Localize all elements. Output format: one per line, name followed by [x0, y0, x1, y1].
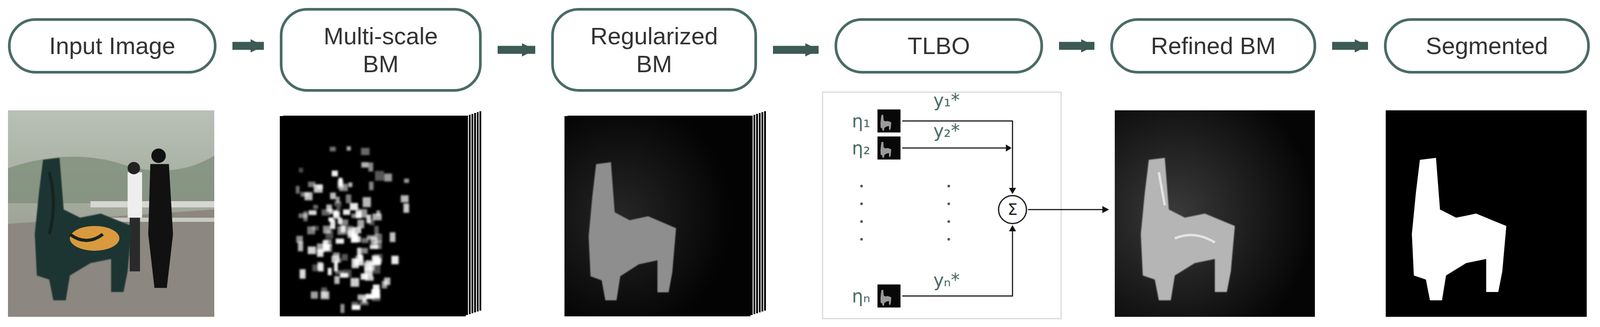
flow-arrow [497, 46, 536, 55]
flow-arrow [772, 46, 819, 55]
refined-map [1114, 110, 1315, 317]
step-box: Multi-scale BM [279, 7, 482, 92]
weight-label: η₂ [851, 139, 870, 157]
flow-arrow [1058, 42, 1095, 51]
weight-label: ηₙ [851, 286, 870, 305]
output-label: y₂* [933, 121, 960, 140]
tlbo-panel [822, 92, 1110, 319]
multiscale-stack [279, 110, 482, 317]
node-label: Multi-scale BM [305, 22, 457, 78]
flow-arrow [232, 42, 264, 51]
step-box: Input Image [7, 18, 217, 74]
output-label: y₁* [933, 91, 960, 109]
segmented-mask [1385, 110, 1587, 317]
input-photo [7, 110, 215, 317]
step-box: TLBO [834, 18, 1044, 74]
node-label: Regularized BM [574, 22, 735, 78]
node-label: Refined BM [1150, 31, 1276, 60]
node-label: Input Image [49, 31, 176, 60]
step-box: Refined BM [1110, 18, 1317, 74]
regularized-stack [564, 110, 767, 317]
output-label: yₙ* [933, 270, 960, 289]
step-box: Segmented [1383, 18, 1590, 74]
node-label: TLBO [907, 31, 971, 60]
node-label: Σ [1007, 201, 1018, 218]
step-box: Regularized BM [551, 7, 758, 92]
sum-circle: Σ [997, 194, 1028, 225]
node-label: Segmented [1425, 31, 1548, 60]
weight-label: η₁ [851, 112, 870, 130]
flow-arrow [1332, 42, 1369, 51]
